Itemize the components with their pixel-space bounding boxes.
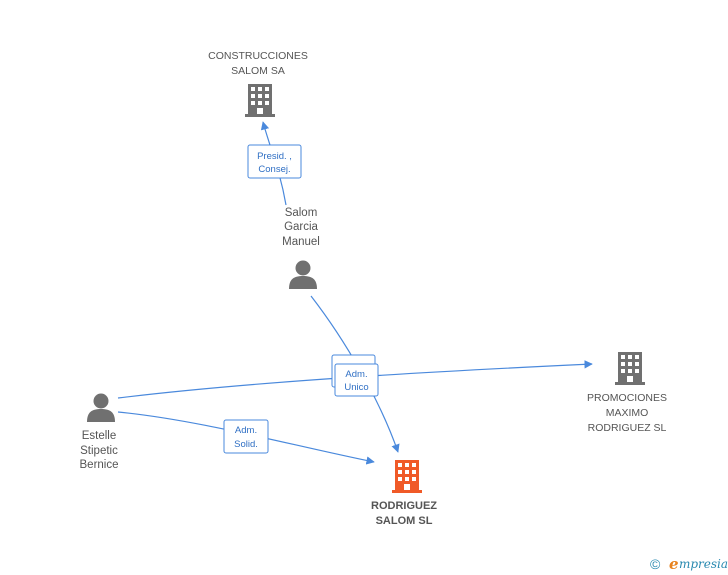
node-label-line-3: Bernice bbox=[80, 459, 119, 471]
node-label-line-2: SALOM SL bbox=[376, 515, 433, 527]
node-promociones-maximo-rodriguez[interactable]: PROMOCIONES MAXIMO RODRIGUEZ SL bbox=[587, 352, 667, 434]
node-label-line-2: Garcia bbox=[284, 221, 318, 233]
building-icon bbox=[615, 352, 645, 385]
relation-presid[interactable]: Presid. , Consej. bbox=[247, 144, 302, 179]
person-icon bbox=[87, 393, 115, 422]
node-label-line-3: Manuel bbox=[282, 236, 320, 248]
node-label-line-1: CONSTRUCCIONES bbox=[208, 50, 308, 62]
relation-line-1: Presid. , bbox=[257, 151, 292, 162]
relation-line-2: Consej. bbox=[258, 164, 290, 175]
building-icon bbox=[392, 460, 422, 493]
node-label-line-1: RODRIGUEZ bbox=[371, 500, 437, 512]
node-label-line-3: RODRIGUEZ SL bbox=[588, 422, 667, 434]
copyright-symbol: © bbox=[650, 556, 661, 572]
node-salom-garcia-manuel[interactable]: Salom Garcia Manuel bbox=[282, 207, 320, 289]
building-icon bbox=[245, 84, 275, 117]
node-label-line-2: SALOM SA bbox=[231, 65, 285, 77]
node-rodriguez-salom-sl[interactable]: RODRIGUEZ SALOM SL bbox=[371, 460, 437, 527]
relation-box bbox=[247, 144, 302, 179]
relation-line-1: Adm. bbox=[235, 425, 257, 436]
edges bbox=[117, 121, 593, 465]
relation-box-front bbox=[334, 363, 379, 397]
relation-line-1: Adm. bbox=[345, 369, 367, 380]
relation-line-2: Unico bbox=[344, 382, 368, 393]
node-label-line-1: PROMOCIONES bbox=[587, 392, 667, 404]
node-label-line-2: Stipetic bbox=[80, 445, 118, 457]
relation-line-2: Solid. bbox=[234, 439, 258, 450]
node-label-line-1: Salom bbox=[285, 207, 318, 219]
relation-box bbox=[223, 419, 269, 454]
person-icon bbox=[289, 260, 317, 289]
node-label-line-2: MAXIMO bbox=[606, 407, 649, 419]
node-estelle-stipetic-bernice[interactable]: Estelle Stipetic Bernice bbox=[80, 393, 119, 472]
relation-adm-solid[interactable]: Adm. Solid. bbox=[223, 419, 269, 454]
footer-brand: © e mpresia bbox=[650, 555, 728, 573]
relation-adm-unico-stack[interactable]: Adm. Unico bbox=[331, 354, 379, 397]
node-construcciones-salom[interactable]: CONSTRUCCIONES SALOM SA bbox=[208, 50, 308, 117]
node-label-line-1: Estelle bbox=[82, 430, 117, 442]
brand-name: mpresia bbox=[679, 557, 728, 571]
brand-initial: e bbox=[669, 555, 679, 573]
